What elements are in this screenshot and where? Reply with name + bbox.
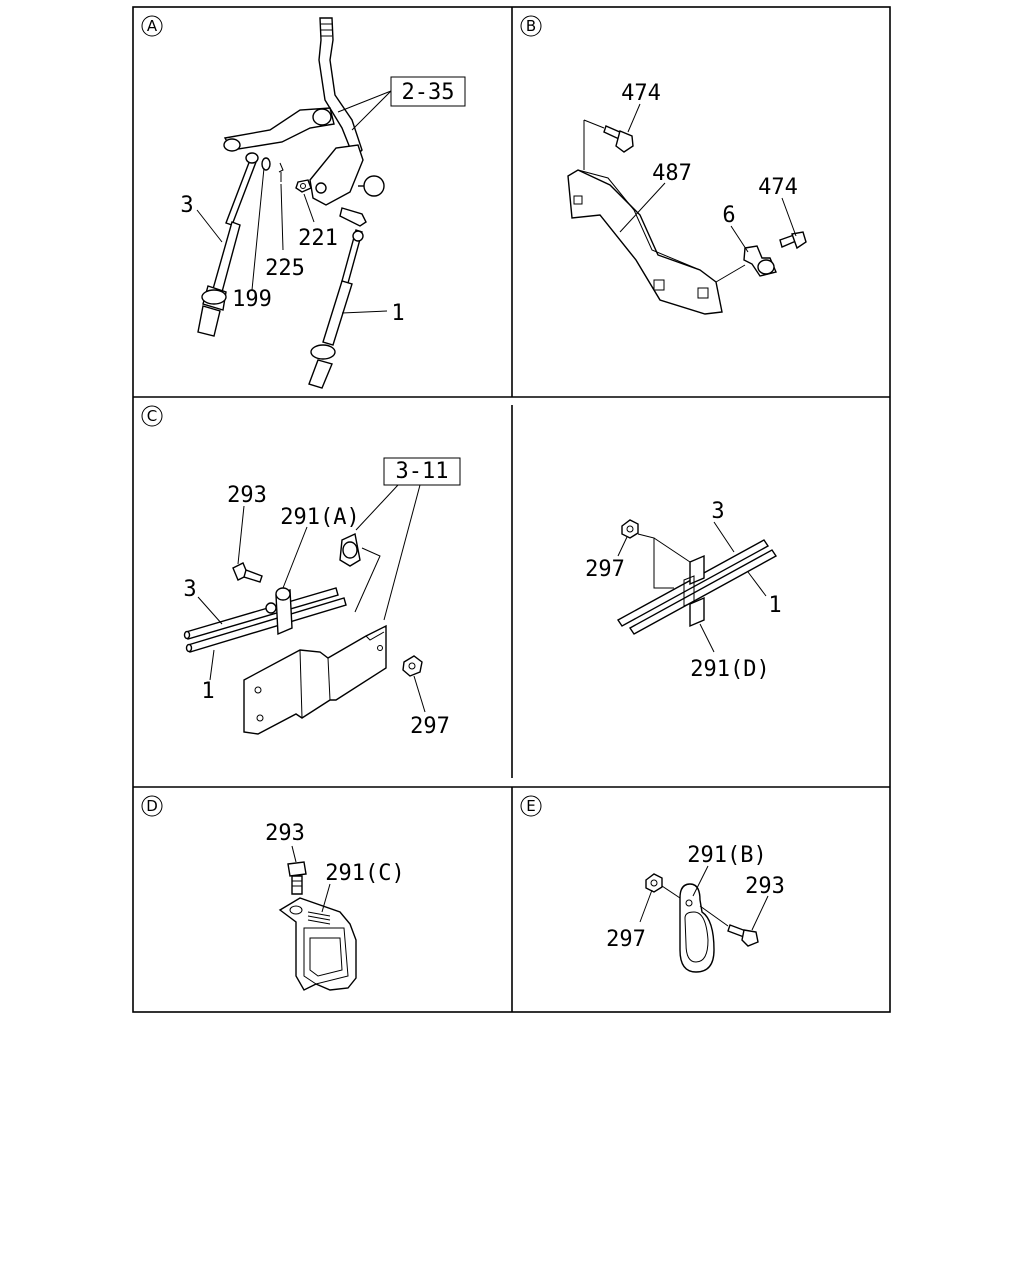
label-474-top: 474 [621, 81, 661, 106]
label-225: 225 [265, 256, 305, 281]
panel-c-marker-circle [141, 405, 163, 427]
clamp-291d [683, 554, 705, 628]
label-221: 221 [298, 226, 338, 251]
ref-box-2-35: 2-35 [402, 80, 455, 105]
label-291a: 291(A) [280, 505, 359, 530]
nut-297-detail [621, 519, 639, 539]
label-6: 6 [722, 203, 735, 228]
label-474-right: 474 [758, 175, 798, 200]
label-1: 1 [391, 301, 404, 326]
nut-297-c [402, 655, 423, 677]
label-291b: 291(B) [687, 843, 766, 868]
bolt-293-d [287, 861, 307, 895]
cable-1 [308, 229, 364, 389]
panel-e-marker-circle [520, 795, 542, 817]
panel-a-marker: A [147, 17, 158, 35]
label-291c: 291(C) [325, 861, 404, 886]
panel-e: E 291(B) 293 297 [520, 795, 785, 973]
grid-frame [132, 6, 891, 1013]
panel-d-marker-circle [141, 795, 163, 817]
label-293: 293 [745, 874, 785, 899]
label-293: 293 [227, 483, 267, 508]
panel-a: A [141, 15, 466, 389]
nut-297-e [645, 873, 663, 893]
label-1-detail: 1 [768, 593, 781, 618]
panel-c: C [141, 405, 461, 739]
shift-lever [223, 17, 385, 227]
label-297: 297 [410, 714, 450, 739]
label-3: 3 [180, 193, 193, 218]
panel-c-detail: 3 297 1 291(D) [585, 499, 782, 682]
panel-b-marker: B [526, 17, 536, 35]
bolt-293-e [727, 924, 759, 947]
label-1: 1 [201, 679, 214, 704]
panel-e-marker: E [526, 797, 535, 815]
label-293: 293 [265, 821, 305, 846]
label-291d: 291(D) [690, 657, 769, 682]
panel-c-detail-leaders [617, 521, 767, 653]
label-487: 487 [652, 161, 692, 186]
panel-b: B [520, 15, 807, 315]
label-297: 297 [606, 927, 646, 952]
label-3-detail: 3 [711, 499, 724, 524]
clamp-291c [278, 897, 357, 991]
panel-b-marker-circle [520, 15, 542, 37]
ref-box-3-11-frame [383, 457, 461, 486]
bracket-487 [567, 169, 746, 315]
panel-c-leaders [197, 484, 426, 713]
panel-d-marker: D [146, 797, 158, 815]
clip-6 [743, 245, 777, 277]
ref-box-3-11: 3-11 [396, 459, 449, 484]
label-3: 3 [183, 577, 196, 602]
label-199: 199 [232, 287, 272, 312]
clamp-291b [679, 883, 715, 973]
panel-a-leaders [196, 90, 392, 314]
panel-e-leaders [639, 865, 769, 931]
clamp-291a [265, 587, 293, 636]
panel-a-marker-circle [141, 15, 163, 37]
bolt-474-top [583, 119, 634, 170]
small-hardware-a [261, 157, 312, 193]
panel-d: D 293 291(C) [141, 795, 405, 991]
panel-b-leaders [619, 103, 797, 253]
clamp-291a-detached [339, 532, 361, 567]
pipes-c [183, 587, 347, 653]
bolt-293-c [232, 562, 263, 583]
panel-c-marker: C [147, 407, 157, 425]
label-297-detail: 297 [585, 557, 625, 582]
cable-3 [197, 152, 259, 337]
bracket-plate-c [243, 624, 387, 735]
bolt-474-right [779, 231, 807, 250]
panel-d-leaders [291, 845, 331, 913]
